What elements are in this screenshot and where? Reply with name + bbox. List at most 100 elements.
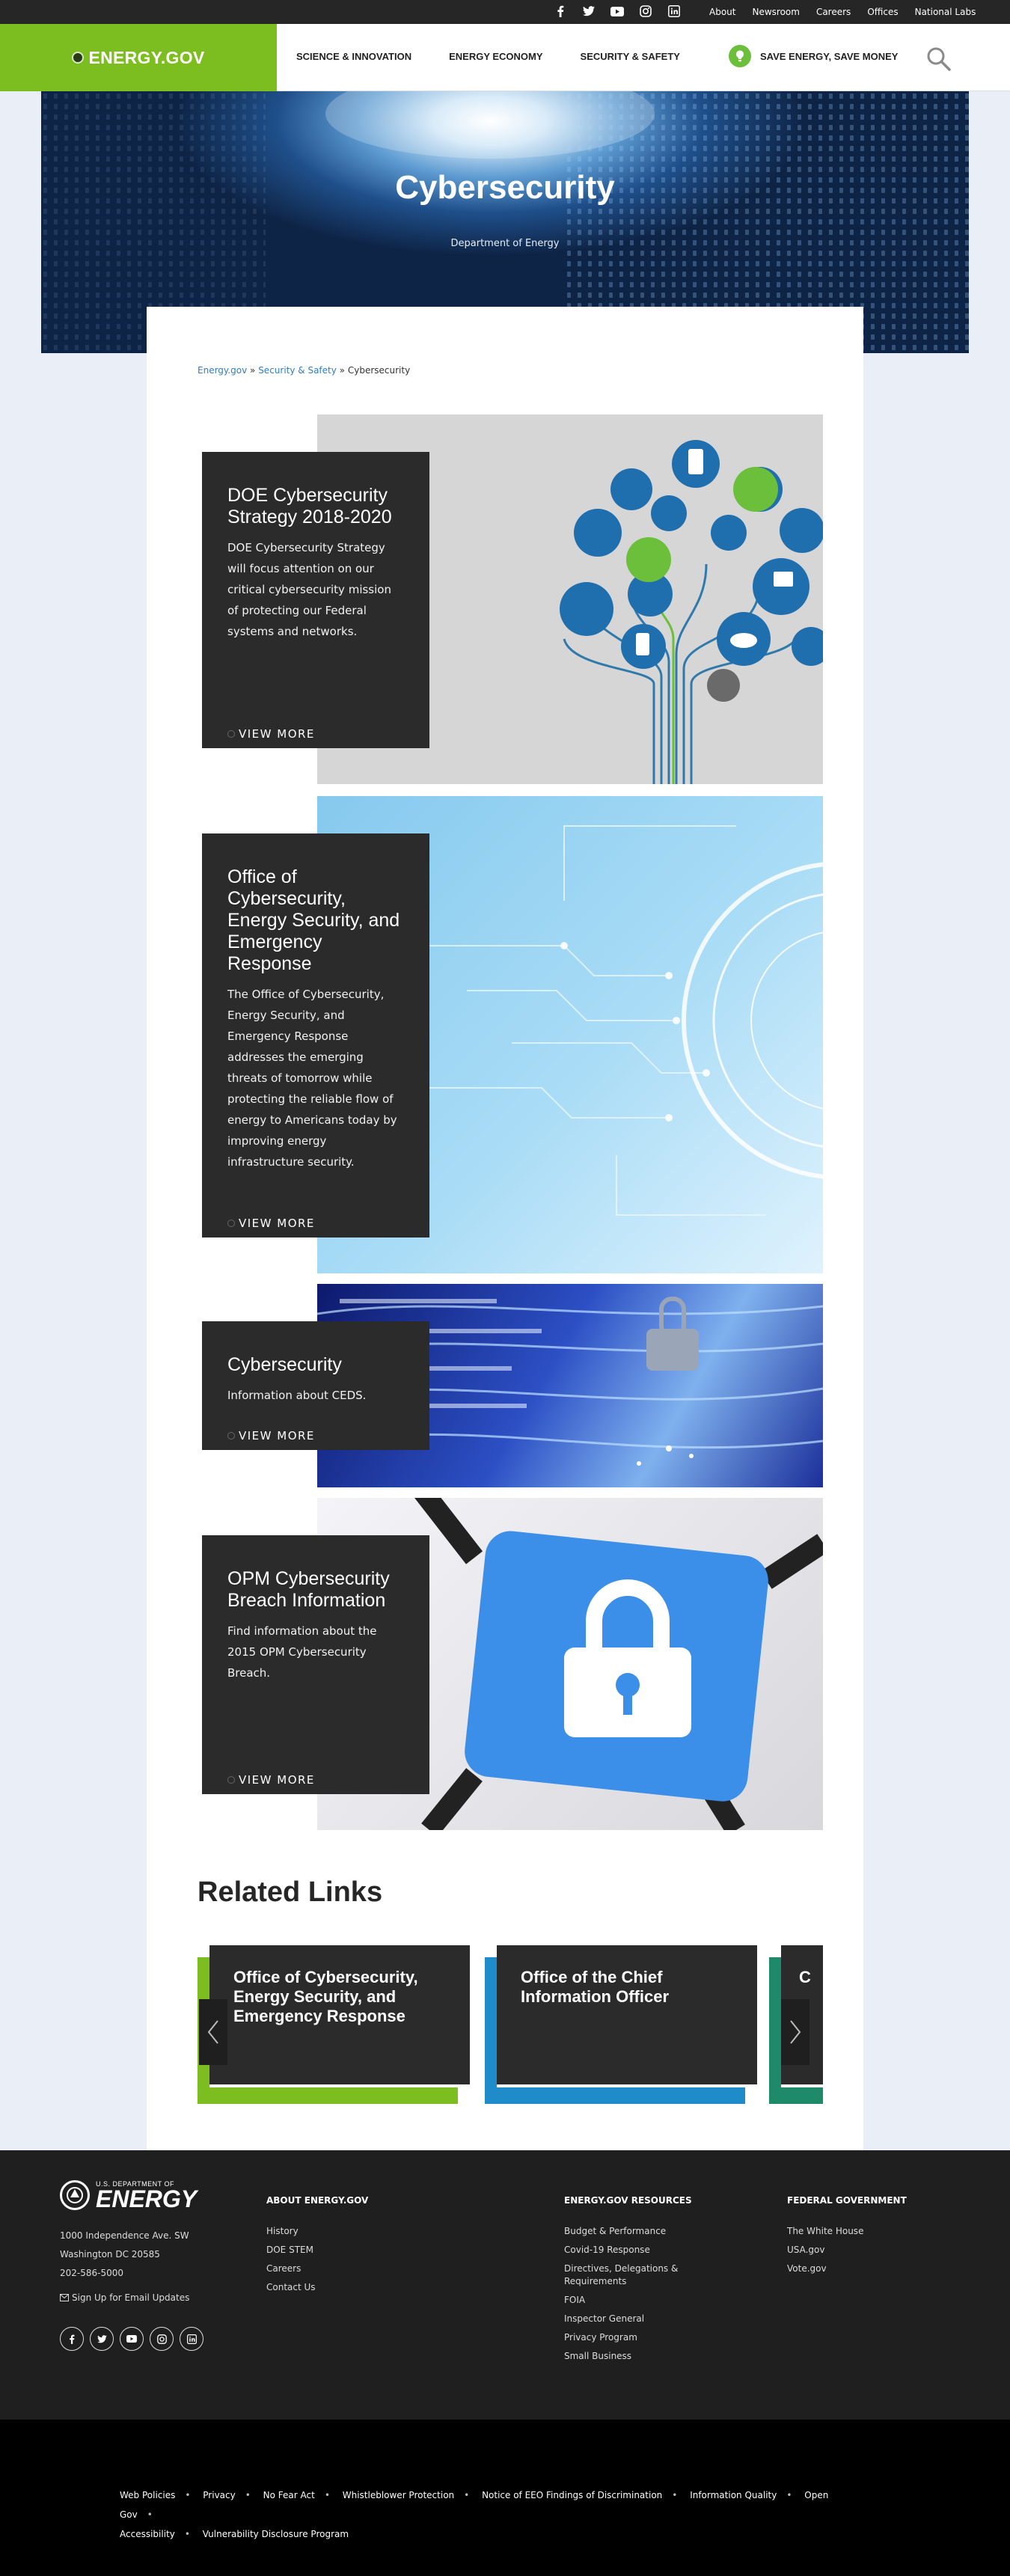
view-more-link[interactable]: VIEW MORE xyxy=(227,1217,315,1230)
legal-link[interactable]: Open Gov xyxy=(120,2490,829,2520)
separator-dot: • xyxy=(324,2490,330,2500)
search-icon[interactable] xyxy=(926,46,952,72)
nav-security-safety[interactable]: SECURITY & SAFETY xyxy=(580,51,680,62)
circle-icon xyxy=(227,1220,235,1227)
card-doe-strategy: DOE Cybersecurity Strategy 2018-2020 DOE… xyxy=(202,452,429,748)
related-links-heading: Related Links xyxy=(198,1876,383,1908)
card-title: DOE Cybersecurity Strategy 2018-2020 xyxy=(227,485,392,527)
address-line: Washington DC 20585 xyxy=(60,2249,160,2260)
related-card-accent xyxy=(198,2087,458,2104)
youtube-icon[interactable] xyxy=(610,4,624,18)
breadcrumb-security-safety[interactable]: Security & Safety xyxy=(258,365,337,376)
card-ceser: Office of Cybersecurity, Energy Security… xyxy=(202,833,429,1237)
doe-seal-icon xyxy=(60,2180,90,2210)
nav-science-innovation[interactable]: SCIENCE & INNOVATION xyxy=(296,51,412,62)
view-more-label: VIEW MORE xyxy=(239,727,315,741)
instagram-icon[interactable] xyxy=(639,4,652,18)
lightbulb-icon xyxy=(729,45,751,67)
carousel-next-button[interactable] xyxy=(781,1999,809,2065)
card-ceds: Cybersecurity Information about CEDS. VI… xyxy=(202,1321,429,1450)
footer-link[interactable]: FOIA xyxy=(564,2295,586,2305)
facebook-icon[interactable] xyxy=(554,4,567,18)
utility-link-national-labs[interactable]: National Labs xyxy=(914,7,976,17)
carousel-prev-button[interactable] xyxy=(199,1999,227,2065)
view-more-link[interactable]: VIEW MORE xyxy=(227,1773,315,1787)
linkedin-icon[interactable] xyxy=(667,4,681,18)
twitter-icon[interactable] xyxy=(582,4,596,18)
separator-dot: • xyxy=(184,2529,190,2539)
footer-link[interactable]: Budget & Performance xyxy=(564,2226,667,2236)
utility-link-newsroom[interactable]: Newsroom xyxy=(752,7,800,17)
breadcrumb-energy-gov[interactable]: Energy.gov xyxy=(198,365,248,376)
twitter-icon[interactable] xyxy=(90,2327,114,2351)
card-title: Office of Cybersecurity, Energy Security… xyxy=(227,866,400,974)
social-links xyxy=(554,4,681,18)
legal-bar: Web Policies • Privacy • No Fear Act • Whis… xyxy=(0,2420,1010,2576)
chevron-right-icon xyxy=(790,2020,801,2044)
utility-link-careers[interactable]: Careers xyxy=(815,7,851,17)
related-link-ceser[interactable]: Office of Cybersecurity, Energy Security… xyxy=(209,1945,470,2084)
breadcrumb: Energy.gov » Security & Safety » Cyberse… xyxy=(198,365,410,376)
footer-link[interactable]: Inspector General xyxy=(564,2313,645,2324)
related-link-label: Office of Cybersecurity, Energy Security… xyxy=(233,1968,418,2025)
footer-column-federal: FEDERAL GOVERNMENT The White House USA.g… xyxy=(787,2195,907,2281)
separator-dot: • xyxy=(147,2509,153,2520)
related-link-label: C xyxy=(799,1968,811,1986)
address-line: 1000 Independence Ave. SW xyxy=(60,2230,189,2241)
related-link-label: Office of the Chief Information Officer xyxy=(521,1968,670,2006)
view-more-link[interactable]: VIEW MORE xyxy=(227,727,315,741)
legal-links: Web Policies • Privacy • No Fear Act • Whis… xyxy=(120,2485,838,2544)
footer-link[interactable]: USA.gov xyxy=(787,2245,825,2255)
footer-social-links xyxy=(60,2327,203,2351)
legal-link[interactable]: Notice of EEO Findings of Discrimination xyxy=(482,2490,663,2500)
circle-icon xyxy=(227,730,235,738)
footer-logo[interactable]: U.S. DEPARTMENT OF ENERGY xyxy=(60,2180,197,2211)
save-energy-link[interactable]: SAVE ENERGY, SAVE MONEY xyxy=(729,45,898,67)
utility-link-offices[interactable]: Offices xyxy=(867,7,899,17)
footer-link[interactable]: History xyxy=(266,2226,299,2236)
related-link-cio[interactable]: Office of the Chief Information Officer xyxy=(497,1945,757,2084)
view-more-label: VIEW MORE xyxy=(239,1217,315,1230)
utility-link-about[interactable]: About xyxy=(709,7,736,17)
separator-dot: • xyxy=(464,2490,470,2500)
legal-link[interactable]: Web Policies xyxy=(120,2490,176,2500)
legal-link[interactable]: Vulnerability Disclosure Program xyxy=(202,2529,349,2539)
nav-energy-economy[interactable]: ENERGY ECONOMY xyxy=(449,51,543,62)
legal-link[interactable]: Privacy xyxy=(203,2490,236,2500)
facebook-icon[interactable] xyxy=(60,2327,84,2351)
linkedin-icon[interactable] xyxy=(180,2327,203,2351)
utility-bar: About Newsroom Careers Offices National … xyxy=(0,0,1010,24)
footer-link[interactable]: Directives, Delegations & Requirements xyxy=(564,2263,679,2286)
footer-link[interactable]: Privacy Program xyxy=(564,2332,637,2343)
view-more-link[interactable]: VIEW MORE xyxy=(227,1429,315,1443)
legal-link[interactable]: Information Quality xyxy=(690,2490,777,2500)
circle-icon xyxy=(227,1432,235,1440)
footer-link[interactable]: DOE STEM xyxy=(266,2245,313,2255)
breadcrumb-separator: » xyxy=(339,365,346,376)
footer-address: 1000 Independence Ave. SW Washington DC … xyxy=(60,2227,189,2283)
footer-link[interactable]: Vote.gov xyxy=(787,2263,827,2274)
email-signup-link[interactable]: Sign Up for Email Updates xyxy=(60,2292,189,2303)
footer-column-resources: ENERGY.GOV RESOURCES Budget & Performanc… xyxy=(564,2195,714,2369)
phone-number: 202-586-5000 xyxy=(60,2268,124,2278)
related-card-accent xyxy=(769,2087,823,2104)
card-description: Information about CEDS. xyxy=(227,1389,367,1402)
legal-link[interactable]: Whistleblower Protection xyxy=(342,2490,455,2500)
email-signup-label: Sign Up for Email Updates xyxy=(72,2292,190,2303)
view-more-label: VIEW MORE xyxy=(239,1429,315,1443)
youtube-icon[interactable] xyxy=(120,2327,144,2351)
footer-link[interactable]: The White House xyxy=(787,2226,864,2236)
footer-link[interactable]: Careers xyxy=(266,2263,302,2274)
legal-link[interactable]: Accessibility xyxy=(120,2529,175,2539)
footer-column-heading: ENERGY.GOV RESOURCES xyxy=(564,2195,692,2206)
card-description: Find information about the 2015 OPM Cybe… xyxy=(227,1624,377,1680)
footer-link[interactable]: Contact Us xyxy=(266,2282,316,2292)
footer-link[interactable]: Small Business xyxy=(564,2351,632,2361)
site-header: ENERGY.GOV SCIENCE & INNOVATION ENERGY E… xyxy=(0,24,1010,91)
legal-link[interactable]: No Fear Act xyxy=(263,2490,315,2500)
footer-link[interactable]: Covid-19 Response xyxy=(564,2245,650,2255)
instagram-icon[interactable] xyxy=(150,2327,174,2351)
save-energy-label: SAVE ENERGY, SAVE MONEY xyxy=(760,50,899,62)
view-more-label: VIEW MORE xyxy=(239,1773,315,1787)
site-logo[interactable]: ENERGY.GOV xyxy=(0,24,277,91)
